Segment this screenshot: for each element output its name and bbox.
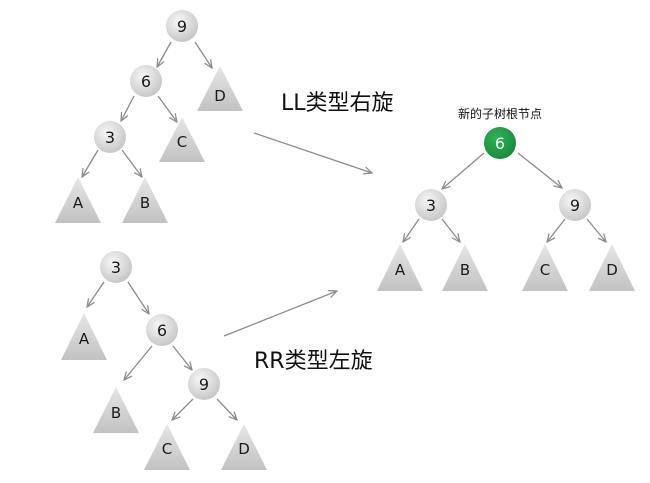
result-subtree-c-label: C [540,261,550,279]
ll-edge-9-d [194,41,212,68]
ll-subtree-a-label: A [73,194,84,212]
ll-node-3-label: 3 [105,128,115,147]
ll-edge-3-b [121,149,142,177]
ll-node-9-label: 9 [177,17,187,36]
rr-node-9-label: 9 [199,375,209,394]
rr-tree: 3 6 9 A B C D [61,251,267,470]
ll-edge-6-c [157,95,177,122]
result-node-3: 3 [415,189,447,221]
rr-transform-arrow [223,291,337,337]
rr-node-3-label: 3 [111,258,121,277]
result-edge-9-c [547,218,566,242]
ll-node-6: 6 [130,65,162,97]
ll-subtree-c: C [159,117,205,162]
ll-rotation-label: LL类型右旋 [281,91,394,116]
rr-edge-9-c [172,398,194,420]
ll-edge-6-3 [121,95,135,121]
rr-edge-9-d [216,398,237,420]
ll-subtree-a: A [55,177,101,223]
rr-edge-3-a [87,281,105,307]
ll-subtree-d: D [197,66,243,111]
result-edge-9-d [586,218,606,242]
ll-subtree-b-label: B [140,194,150,212]
rr-subtree-b: B [93,387,139,433]
ll-edge-9-6 [157,41,172,67]
result-subtree-b-label: B [460,261,470,279]
rr-subtree-a: A [61,313,107,360]
rr-subtree-b-label: B [111,404,121,422]
ll-subtree-d-label: D [214,87,226,105]
ll-edge-3-a [82,149,99,177]
new-subtree-root-label: 新的子树根节点 [458,106,542,121]
ll-subtree-c-label: C [177,133,187,151]
rr-node-3: 3 [100,251,132,283]
rr-node-6-label: 6 [157,321,167,340]
rr-edge-6-b [124,345,153,380]
result-edge-3-a [403,218,420,242]
result-subtree-a-label: A [395,261,406,279]
result-subtree-d-label: D [606,261,618,279]
result-root-node-6: 6 [484,127,516,159]
ll-subtree-b: B [122,177,168,223]
rr-rotation-label: RR类型左旋 [254,349,373,374]
rr-subtree-c-label: C [162,440,172,458]
ll-node-3: 3 [94,121,126,153]
result-node-3-label: 3 [426,196,436,215]
rr-node-6: 6 [146,314,178,346]
result-edge-6-9 [517,152,562,188]
rr-subtree-a-label: A [79,330,90,348]
rr-subtree-c: C [144,424,190,470]
rr-node-9: 9 [188,368,220,400]
result-subtree-a: A [377,244,423,291]
ll-node-9: 9 [166,10,198,42]
ll-node-6-label: 6 [141,72,151,91]
result-edge-3-b [441,218,460,242]
rr-subtree-d: D [221,424,267,470]
ll-transform-arrow [253,132,372,173]
result-subtree-c: C [522,244,568,291]
result-node-9-label: 9 [570,196,580,215]
rr-edge-6-9 [172,345,192,370]
result-subtree-d: D [589,244,635,291]
rr-subtree-d-label: D [238,440,250,458]
result-node-9: 9 [559,189,591,221]
result-tree: 新的子树根节点 6 3 9 A B C [377,106,635,291]
rr-edge-3-6 [127,281,149,314]
result-root-node-label: 6 [495,134,505,153]
ll-tree: 9 6 3 D C A B [55,10,243,223]
result-subtree-b: B [442,244,488,291]
result-edge-6-3 [442,152,485,189]
